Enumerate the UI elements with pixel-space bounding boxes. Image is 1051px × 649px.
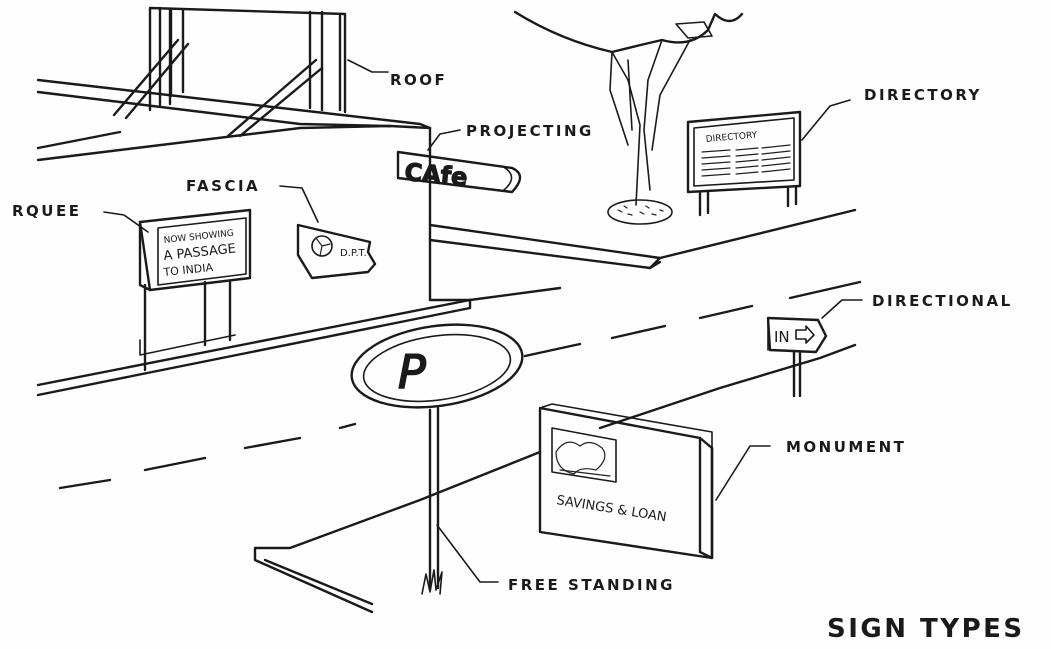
fascia-sign-text: D.P.T. [340,248,367,259]
far-curb [428,208,857,302]
marquee-sign: NOW SHOWING A PASSAGE TO INDIA [138,208,252,292]
directional-sign-text: IN [774,328,790,346]
directory-sign: DIRECTORY [686,110,802,217]
label-monument: MONUMENT [786,438,907,456]
label-roof: ROOF [390,71,448,89]
monument-sign: SAVINGS & LOAN [538,403,714,560]
label-free-standing: FREE STANDING [508,576,675,594]
free-standing-sign: P [350,323,524,595]
roof-sign [112,6,347,138]
free-standing-logo: P [398,345,426,399]
leader-lines [103,59,863,583]
monument-sign-text: SAVINGS & LOAN [555,493,667,525]
label-projecting: PROJECTING [466,122,594,140]
cafe-sign-text: CAfe [403,158,468,191]
tree [513,10,744,225]
directory-sign-header: DIRECTORY [705,130,758,144]
diagram-title: SIGN TYPES [827,614,1025,644]
near-curb [253,343,857,614]
fascia-sign: D.P.T. [296,223,377,280]
label-directory: DIRECTORY [864,86,982,104]
label-marquee: RQUEE [12,202,82,220]
road-centerline [58,280,862,490]
label-directional: DIRECTIONAL [872,292,1013,310]
directional-sign: IN [766,316,828,398]
marquee-line3: TO INDIA [162,261,214,279]
projecting-sign: CAfe [396,150,522,194]
label-fascia: FASCIA [186,177,261,195]
